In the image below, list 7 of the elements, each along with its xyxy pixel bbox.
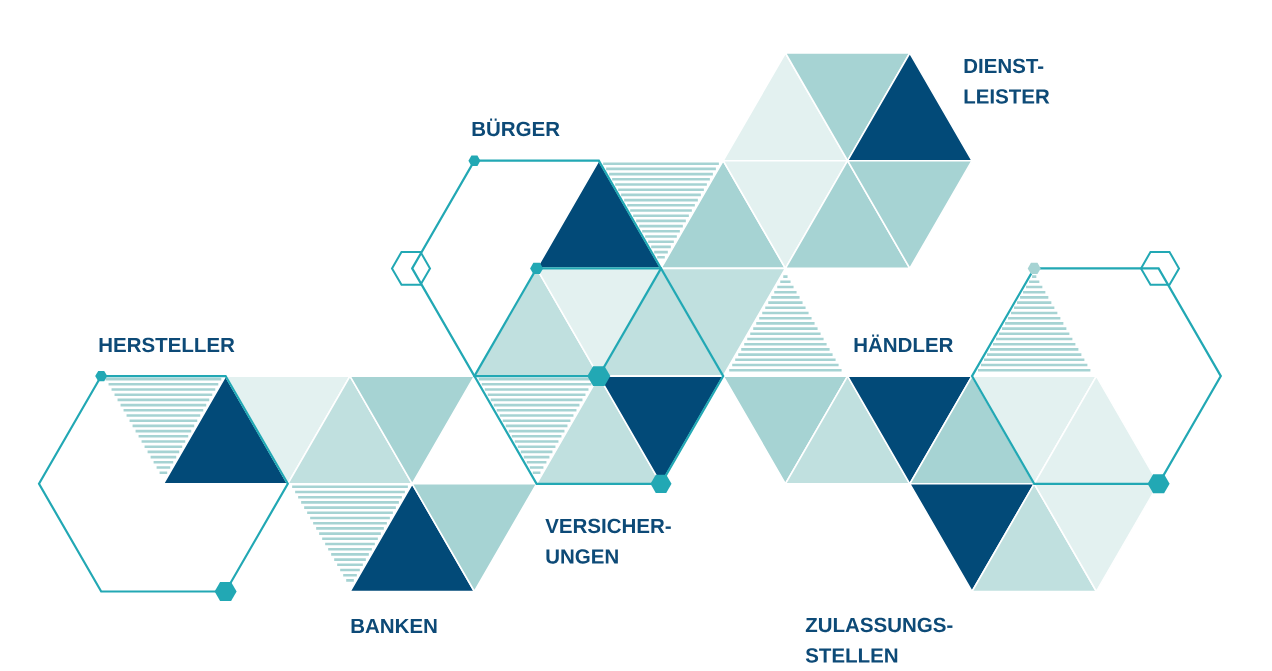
label: ZULASSUNGS- STELLEN: [805, 617, 953, 663]
label: VERSICHER- UNGEN: [545, 518, 671, 564]
label: BÜRGER: [472, 118, 560, 137]
label: DIENST- LEISTER: [964, 58, 1050, 104]
label: BANKEN: [351, 618, 437, 633]
label: HÄNDLER: [854, 334, 953, 352]
label: HERSTELLER: [99, 337, 235, 353]
